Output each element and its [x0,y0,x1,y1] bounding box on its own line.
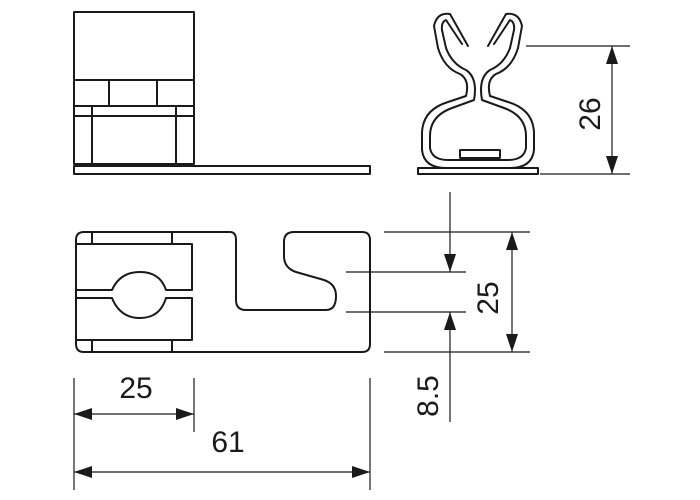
top-view-clip-right [75,297,193,341]
front-view-body [73,11,195,165]
side-view-spring-clip [421,12,535,169]
dimension-26-label: 26 [574,97,607,130]
dimension-61-label: 61 [211,426,244,459]
top-view-base-plate [75,231,371,353]
front-view [73,11,371,175]
dimension-61: 61 [74,378,371,490]
top-view-clip-top-tab [91,231,173,245]
top-view-clip-left [75,243,193,291]
dimension-25-vertical: 25 [384,231,530,353]
side-view [417,12,539,175]
side-view-pad [459,149,501,159]
dimension-25-vertical-label: 25 [472,281,505,314]
side-view-base-plate [417,167,539,175]
dimension-26: 26 [526,45,630,175]
dimension-8-5: 8.5 [346,192,466,422]
dimension-25-horizontal-label: 25 [119,372,152,405]
top-view-clip-bottom-tab [91,339,173,353]
dimension-25-horizontal: 25 [73,372,195,490]
dimension-8-5-label: 8.5 [412,375,445,417]
top-view [75,231,371,353]
front-view-base-plate [73,165,371,175]
